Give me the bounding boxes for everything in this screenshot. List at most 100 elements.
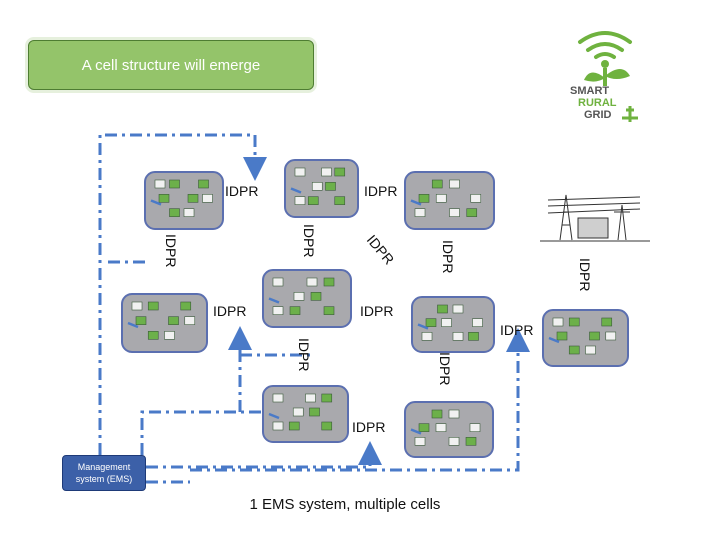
house-icon: [168, 316, 179, 325]
house-icon: [272, 421, 284, 431]
house-icon: [321, 167, 332, 177]
house-icon: [435, 194, 447, 203]
plug-icon: [622, 106, 638, 122]
house-icon: [431, 409, 443, 419]
flow-arrow-icon: [127, 321, 139, 329]
idpr-label: IDPR: [500, 322, 533, 338]
idpr-label: IDPR: [352, 419, 385, 435]
house-icon: [307, 196, 319, 205]
cell: [411, 296, 495, 353]
flow-arrow-icon: [150, 199, 162, 206]
management-links: [98, 133, 530, 484]
house-icon: [468, 332, 479, 341]
idpr-label: IDPR: [225, 183, 258, 199]
house-icon: [311, 182, 323, 191]
house-icon: [334, 167, 346, 177]
house-icon: [135, 316, 147, 325]
house-icon: [289, 306, 301, 315]
idpr-label: IDPR: [577, 258, 593, 291]
flow-arrow-icon: [417, 323, 429, 330]
house-icon: [293, 292, 305, 301]
logo-line1: SMART: [570, 85, 609, 97]
cell: [144, 171, 224, 230]
idpr-label: IDPR: [360, 303, 393, 319]
cell: [262, 269, 352, 328]
house-icon: [448, 409, 460, 419]
house-icon: [605, 331, 617, 341]
substation-icon: [577, 217, 609, 239]
house-icon: [418, 194, 430, 203]
idpr-label: IDPR: [364, 183, 397, 199]
house-icon: [147, 301, 159, 311]
house-icon: [321, 421, 333, 431]
house-icon: [169, 179, 180, 189]
house-icon: [414, 208, 426, 217]
house-icon: [421, 332, 433, 341]
pole-icon: [614, 204, 630, 241]
house-icon: [568, 345, 580, 355]
house-icon: [292, 407, 304, 417]
house-icon: [452, 304, 464, 314]
house-icon: [556, 331, 568, 341]
house-icon: [435, 423, 447, 432]
leaf-icon: [584, 72, 605, 82]
house-icon: [154, 179, 166, 189]
house-icon: [323, 306, 335, 315]
house-icon: [180, 301, 192, 311]
house-icon: [183, 208, 195, 217]
idpr-label: IDPR: [440, 240, 456, 273]
flow-arrow-icon: [410, 199, 422, 206]
smart-rural-grid-logo: SMART RURAL GRID: [570, 31, 638, 122]
house-icon: [589, 331, 600, 341]
idpr-label: IDPR: [213, 303, 246, 319]
idpr-label: IDPR: [301, 224, 317, 257]
ems-link-top-left-cell: [98, 133, 267, 455]
cell: [262, 385, 349, 443]
house-icon: [294, 167, 306, 177]
house-icon: [465, 437, 477, 446]
logo-line3: GRID: [584, 109, 612, 121]
ems-label-line2: system (EMS): [75, 474, 133, 484]
house-icon: [448, 437, 460, 446]
cell: [404, 401, 494, 458]
house-icon: [305, 393, 316, 403]
house-icon: [334, 196, 346, 205]
house-icon: [568, 317, 580, 327]
house-icon: [449, 179, 460, 189]
house-icon: [552, 317, 564, 327]
ems-link-right-cell: [190, 328, 530, 472]
house-icon: [601, 317, 613, 327]
ems-link-bottom-cell: [146, 441, 382, 469]
ems-box[interactable]: Management system (EMS): [62, 455, 146, 491]
caption: 1 EMS system, multiple cells: [249, 496, 441, 513]
house-icon: [321, 393, 333, 403]
house-icon: [437, 304, 448, 314]
cell: [404, 171, 495, 230]
house-icon: [294, 196, 306, 205]
house-icon: [414, 437, 426, 446]
house-icon: [169, 208, 180, 217]
house-icon: [470, 194, 482, 203]
house-icon: [131, 301, 143, 311]
house-icon: [431, 179, 443, 189]
flow-arrow-icon: [268, 412, 280, 420]
house-icon: [187, 194, 199, 203]
house-icon: [272, 277, 284, 287]
cell: [121, 293, 208, 353]
pylon-icon: [559, 194, 573, 241]
flow-arrow-icon: [268, 297, 280, 304]
cell: [284, 159, 359, 218]
flow-arrow-icon: [290, 187, 302, 194]
house-icon: [309, 407, 320, 417]
banner-title: A cell structure will emerge: [81, 56, 261, 74]
idpr-label: IDPR: [364, 232, 398, 268]
house-icon: [425, 318, 437, 327]
house-icon: [306, 277, 318, 287]
flow-arrow-icon: [548, 336, 560, 344]
house-icon: [323, 277, 335, 287]
wifi-icon: [578, 31, 632, 59]
house-icon: [418, 423, 430, 432]
house-icon: [198, 179, 209, 189]
flow-arrow-icon: [410, 428, 422, 435]
